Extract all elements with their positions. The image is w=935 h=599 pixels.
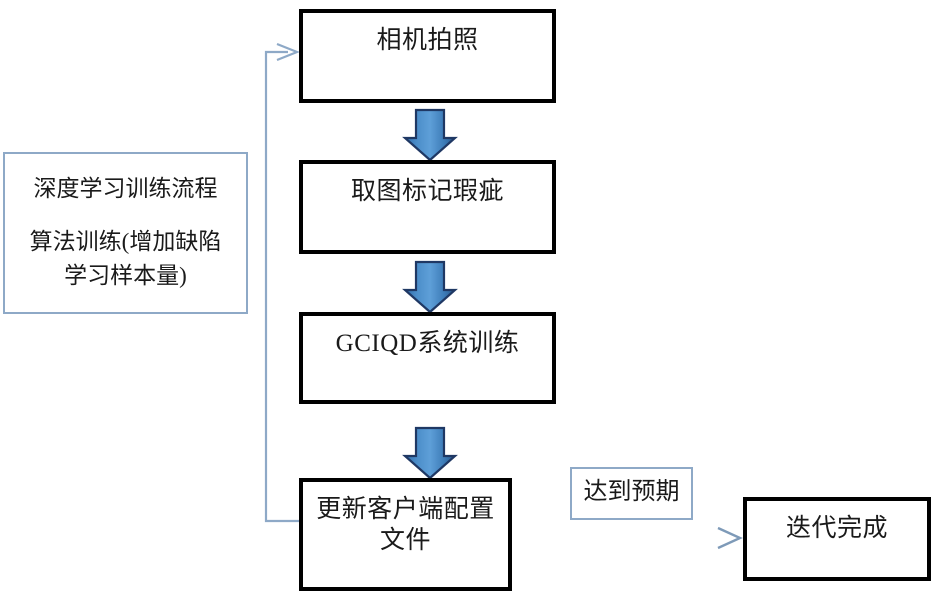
- node-iteration-done-label: 迭代完成: [785, 515, 888, 542]
- arrow-feedback-loop: [264, 42, 300, 523]
- arrow-gciqd-to-update: [402, 426, 458, 480]
- edge-label-meets-expectation-text: 达到预期: [583, 479, 680, 505]
- node-iteration-done[interactable]: 迭代完成: [743, 497, 931, 581]
- node-update-config-label: 更新客户端配置 文件: [316, 496, 495, 555]
- node-capture[interactable]: 相机拍照: [299, 9, 556, 103]
- arrow-mark-to-gciqd: [402, 260, 458, 314]
- node-update-config[interactable]: 更新客户端配置 文件: [299, 478, 512, 591]
- edge-label-meets-expectation: 达到预期: [570, 467, 693, 520]
- arrow-capture-to-mark: [402, 108, 458, 162]
- node-gciqd-train[interactable]: GCIQD系统训练: [299, 312, 556, 404]
- arrow-update-to-done: [512, 526, 743, 550]
- side-note-line-1: 深度学习训练流程: [33, 176, 218, 201]
- node-mark-defect-label: 取图标记瑕疵: [350, 178, 504, 205]
- side-note-box: 深度学习训练流程 算法训练(增加缺陷 学习样本量): [3, 152, 248, 314]
- node-capture-label: 相机拍照: [376, 27, 479, 54]
- node-gciqd-train-label: GCIQD系统训练: [335, 330, 520, 357]
- side-note-line-2: 算法训练(增加缺陷 学习样本量): [29, 229, 222, 288]
- node-mark-defect[interactable]: 取图标记瑕疵: [299, 160, 556, 254]
